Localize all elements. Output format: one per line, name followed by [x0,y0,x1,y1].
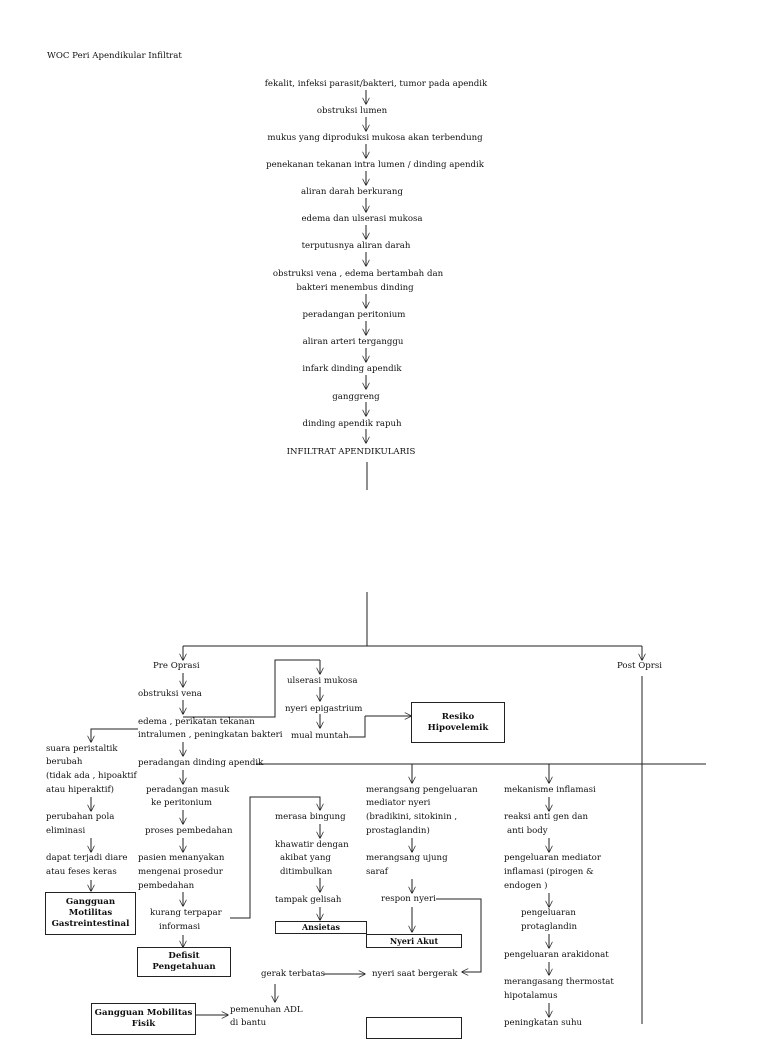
node-suara-4: atau hiperaktif) [46,785,115,795]
diagnosis-gastro-1: Gangguan Motilitas [65,897,116,918]
node-merangsang-1: merangsang pengeluaran [366,785,478,795]
node-adl-1: pemenuhan ADL [230,1005,303,1015]
node-nyeri-epigastrium: nyeri epigastrium [285,704,363,714]
node-mekanisme-inflamasi: mekanisme inflamasi [504,785,596,795]
node-pasien-2: mengenai prosedur [138,867,223,877]
chain-node-infiltrat: INFILTRAT APENDIKULARIS [286,447,416,457]
diagnosis-box-motilitas-gastro: Gangguan Motilitas Gastreintestinal [45,892,136,935]
chain-node-mukus: mukus yang diproduksi mukosa akan terben… [267,133,483,143]
node-proses-pembedahan: proses pembedahan [145,826,233,836]
node-merasa-bingung: merasa bingung [275,812,346,822]
branch-post-oprasi: Post Oprsi [617,661,663,671]
node-pengeluaran-mediator-2: inflamasi (pirogen & [504,867,594,877]
node-prota-2: protaglandin [521,922,578,932]
node-arakidonat: pengeluaran arakidonat [504,950,609,960]
diagnosis-box-mobilitas-fisik: Gangguan Mobilitas Fisik [91,1003,196,1035]
node-merangsang-2: mediator nyeri [366,798,431,808]
node-thermostat-1: merangasang thermostat [504,977,614,987]
node-thermostat-2: hipotalamus [504,991,558,1001]
diagnosis-ansietas: Ansietas [301,922,341,932]
node-pasien-1: pasien menanyakan [138,853,225,863]
node-reaksi-1: reaksi anti gen dan [504,812,589,822]
diagnosis-hipovolemik: Resiko Hipovelemik [427,711,489,733]
node-ujung-2: saraf [366,867,388,877]
chain-node-cause: fekalit, infeksi parasit/bakteri, tumor … [264,79,488,89]
diagram-title: WOC Peri Apendikular Infiltrat [47,51,182,61]
diagnosis-defisit: Defisit Pengetahuan [152,951,216,972]
chain-node-obstruksi-vena-1: obstruksi vena , edema bertambah dan [272,269,444,279]
node-tampak-gelisah: tampak gelisah [275,895,342,905]
node-prota-1: pengeluaran [521,908,576,918]
chain-node-terputusnya: terputusnya aliran darah [301,241,411,251]
node-peradangan-masuk-1: peradangan masuk [146,785,230,795]
node-edema-1: edema , perikatan tekanan [138,717,255,727]
chain-node-edema-ulserasi: edema dan ulserasi mukosa [301,214,423,224]
node-khawatir-2: akibat yang [280,853,331,863]
node-respon-nyeri: respon nyeri [381,894,436,904]
chain-node-ganggreng: ganggreng [332,392,380,402]
node-pengeluaran-mediator-1: pengeluaran mediator [504,853,601,863]
node-diare-1: dapat terjadi diare [46,853,128,863]
node-ujung-1: merangsang ujung [366,853,448,863]
chain-node-penekanan: penekanan tekanan intra lumen / dinding … [266,160,484,170]
node-merangsang-4: prostaglandin) [366,826,430,836]
node-khawatir-3: ditimbulkan [280,867,333,877]
node-peradangan-dinding: peradangan dinding apendik [138,758,264,768]
node-ulserasi-mukosa: ulserasi mukosa [287,676,358,686]
node-suara-3: (tidak ada , hipoaktif [46,771,137,781]
node-kurang-1: kurang terpapar [150,908,222,918]
diagnosis-box-hipovolemik: Resiko Hipovelemik [411,702,505,743]
node-peningkatan-suhu: peningkatan suhu [504,1018,583,1028]
chain-node-aliran-arteri: aliran arteri terganggu [302,337,404,347]
diagnosis-mobilitas-1: Gangguan Mobilitas [94,1008,193,1018]
node-adl-2: di bantu [230,1018,267,1028]
chain-node-infark: infark dinding apendik [302,364,402,374]
diagnosis-nyeri-akut: Nyeri Akut [389,935,439,946]
chain-node-peradangan-peritonium: peradangan peritonium [302,310,406,320]
diagnosis-box-nyeri-akut: Nyeri Akut [366,934,462,948]
node-suara-2: berubah [46,757,83,767]
node-merangsang-3: (bradikini, sitokinin , [366,812,458,822]
node-pasien-3: pembedahan [138,881,195,891]
diagnosis-box-defisit: Defisit Pengetahuan [137,947,231,977]
node-pengeluaran-mediator-3: endogen ) [504,881,548,891]
node-perubahan-1: perubahan pola [46,812,115,822]
node-diare-2: atau feses keras [46,867,117,877]
chain-node-aliran-darah: aliran darah berkurang [301,187,403,197]
node-edema-2: intralumen , peningkatan bakteri [138,730,283,740]
node-mual-muntah: mual muntah [291,731,349,741]
diagnosis-mobilitas-2: Fisik [131,1019,156,1029]
diagnosis-box-partial [366,1017,462,1039]
chain-node-dinding-rapuh: dinding apendik rapuh [302,419,402,429]
diagnosis-gastro-2: Gastreintestinal [51,919,130,929]
node-peradangan-masuk-2: ke peritonium [151,798,213,808]
branch-pre-oprasi: Pre Oprasi [153,661,200,671]
chain-node-obstruksi-lumen: obstruksi lumen [316,106,388,116]
node-reaksi-2: anti body [507,826,548,836]
node-perubahan-2: eliminasi [46,826,86,836]
node-kurang-2: informasi [159,922,201,932]
node-nyeri-saat-bergerak: nyeri saat bergerak [372,969,458,979]
node-khawatir-1: khawatir dengan [275,840,349,850]
node-gerak-terbatas: gerak terbatas [261,969,326,979]
node-suara-1: suara peristaltik [46,744,118,754]
node-obstruksi-vena: obstruksi vena [138,689,202,699]
chain-node-obstruksi-vena-2: bakteri menembus dinding [296,283,414,293]
diagnosis-box-ansietas: Ansietas [275,921,367,934]
